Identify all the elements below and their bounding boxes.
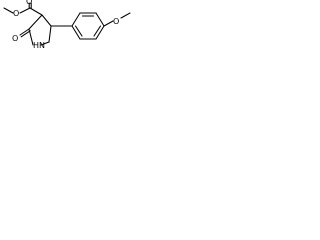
ring-nitrogen-hydrogen-label: H xyxy=(33,41,39,50)
bond-lactam-carbonyl-double-a xyxy=(19,28,30,36)
bond-benzene-3-4 xyxy=(95,12,105,27)
ring-nitrogen-label: N xyxy=(39,41,45,50)
bond-methyl-ester-oxygen xyxy=(3,7,14,14)
bond-lactam-carbonyl-double-b xyxy=(20,30,31,38)
bond-ester-oxygen-carbonyl-carbon xyxy=(19,7,31,14)
bond-ring-c4-c5 xyxy=(48,25,52,43)
chemical-structure-diagram: O O O H N O xyxy=(0,0,143,78)
bond-benzene-inner-b xyxy=(93,25,102,37)
molecule-drawing: O O O H N O xyxy=(3,0,131,50)
bond-benzene-inner-c xyxy=(74,25,83,37)
ester-carbonyl-oxygen-label: O xyxy=(26,0,32,6)
bond-ring-c2-c3 xyxy=(28,14,43,30)
bond-aryl-oxygen xyxy=(103,20,114,27)
bond-benzene-6-1 xyxy=(71,25,81,40)
bond-ester-carbon-ring xyxy=(29,7,43,16)
bond-benzene-4-5 xyxy=(95,25,105,40)
bond-oxygen-methyl xyxy=(120,12,131,19)
bond-ring-c3-c4 xyxy=(41,14,52,27)
bond-ring-c5-n1 xyxy=(40,41,50,46)
bond-benzene-1-2 xyxy=(71,12,81,27)
lactam-oxygen-label: O xyxy=(12,34,18,43)
ester-oxygen-label: O xyxy=(13,9,19,18)
methoxy-oxygen-label: O xyxy=(113,17,119,26)
